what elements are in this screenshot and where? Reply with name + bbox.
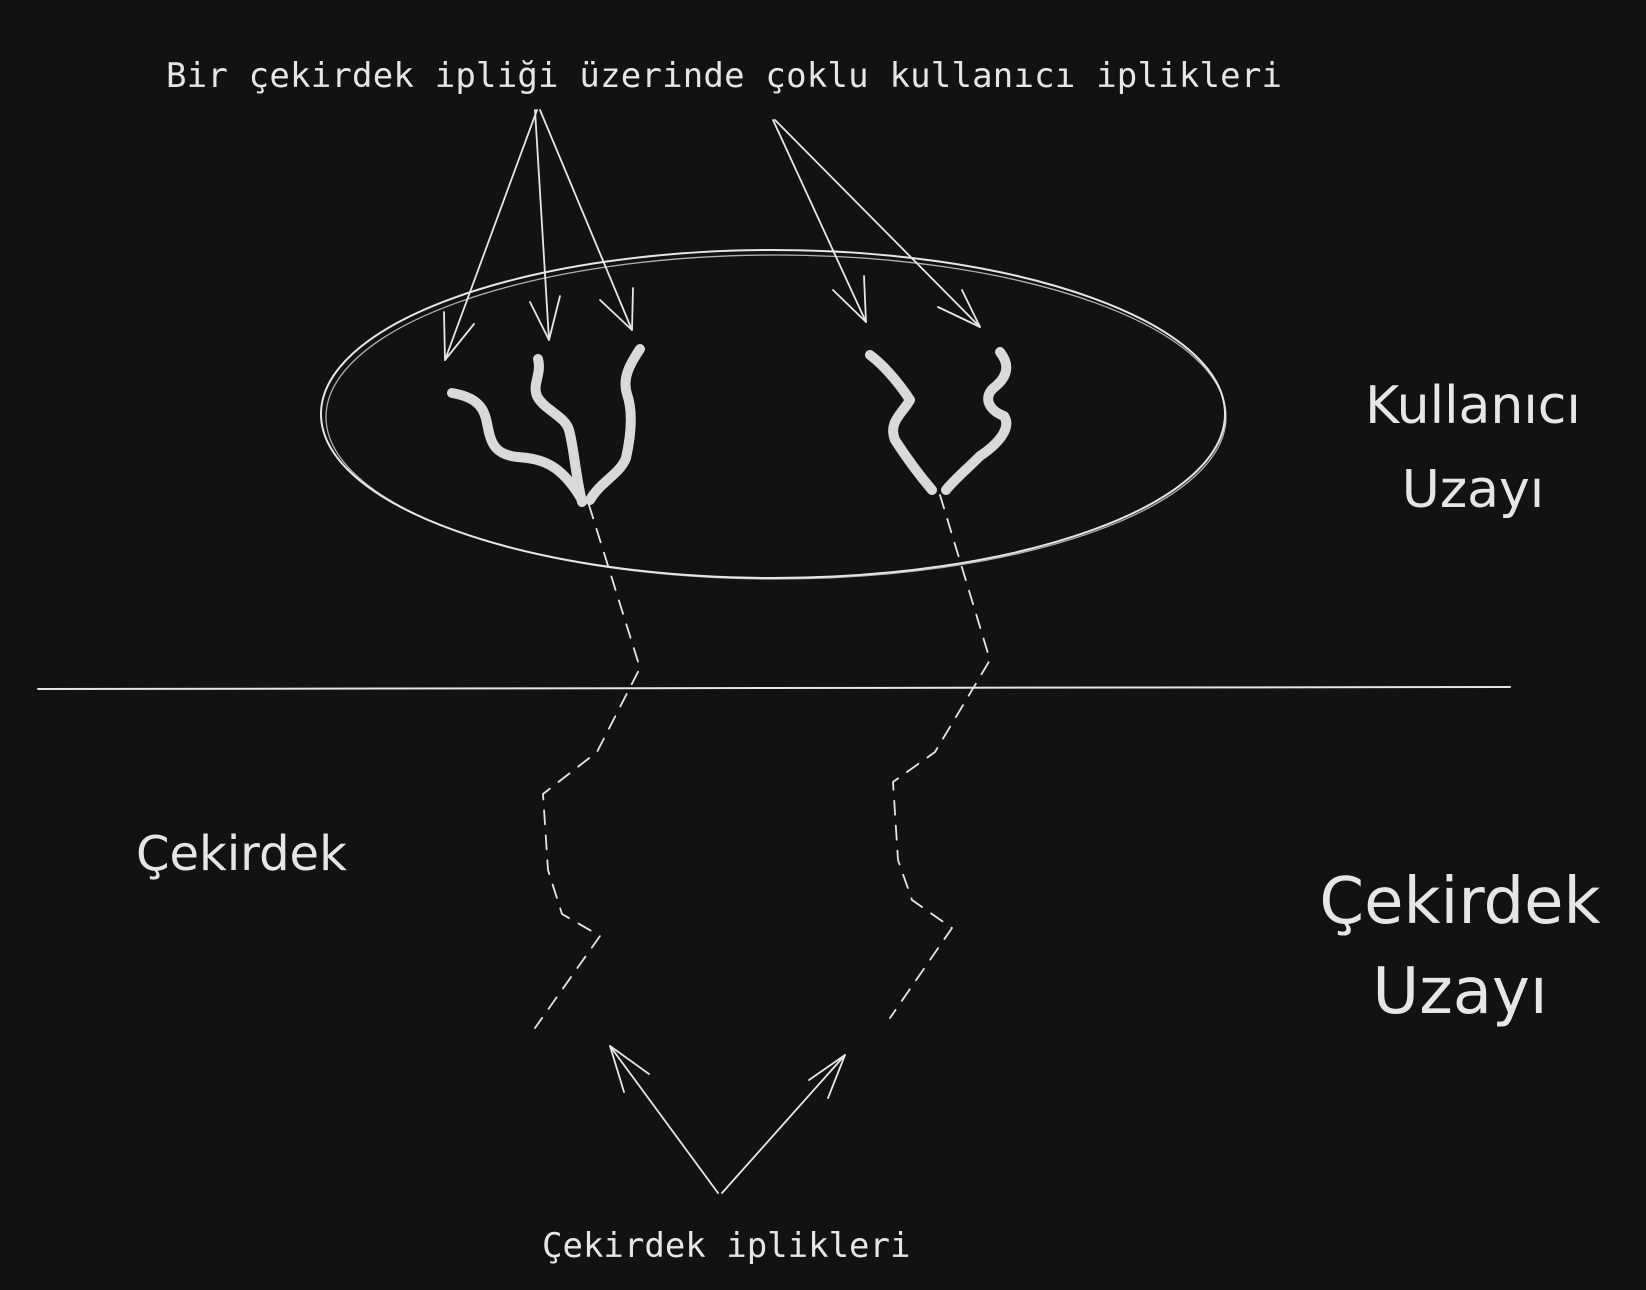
kernel-threads-label: Çekirdek iplikleri <box>542 1226 911 1266</box>
arrow-to-user-thread-4-head <box>832 275 867 323</box>
user-thread-2 <box>530 354 587 507</box>
user-thread-4 <box>865 350 937 495</box>
user-thread-3 <box>585 344 645 505</box>
arrow-to-kernel-thread-1 <box>609 1045 719 1194</box>
user-space-ellipse <box>320 249 1227 580</box>
kernel-space-label: Çekirdek Uzayı <box>1275 857 1645 1037</box>
user-thread-5 <box>941 347 1012 495</box>
user-thread-1 <box>447 388 587 505</box>
kernel-threads <box>534 494 991 1029</box>
kernel-thread-1 <box>534 504 641 1029</box>
arrow-to-user-thread-5 <box>774 119 981 328</box>
arrow-to-user-thread-1 <box>444 109 538 361</box>
user-kernel-boundary <box>37 686 1511 690</box>
kernel-space-label-line-2: Uzayı <box>1372 955 1548 1029</box>
kernel-thread-arrows <box>609 1045 846 1194</box>
kernel-space-label-line-1: Çekirdek <box>1319 865 1601 939</box>
kernel-label: Çekirdek <box>136 826 347 882</box>
kernel-thread-2 <box>889 494 991 1019</box>
arrow-to-user-thread-2-head <box>529 295 561 341</box>
user-space-label-line-1: Kullanıcı <box>1365 376 1581 436</box>
user-space-label-line-2: Uzayı <box>1401 460 1545 520</box>
arrow-to-user-thread-2 <box>534 109 550 341</box>
user-space-label: Kullanıcı Uzayı <box>1308 364 1638 532</box>
arrow-to-user-thread-4 <box>772 119 867 323</box>
arrow-to-user-thread-5-head <box>937 289 981 328</box>
arrow-to-kernel-thread-2 <box>721 1054 846 1194</box>
user-thread-arrows <box>443 109 981 361</box>
arrow-to-kernel-thread-2-head <box>808 1054 846 1099</box>
arrow-to-kernel-thread-1-head <box>609 1045 650 1093</box>
user-threads <box>447 344 1012 507</box>
arrow-to-user-thread-3-head <box>599 287 634 331</box>
title-label: Bir çekirdek ipliği üzerinde çoklu kulla… <box>166 56 1283 96</box>
arrow-to-user-thread-1-head <box>443 311 475 361</box>
arrow-to-user-thread-3 <box>539 109 633 331</box>
